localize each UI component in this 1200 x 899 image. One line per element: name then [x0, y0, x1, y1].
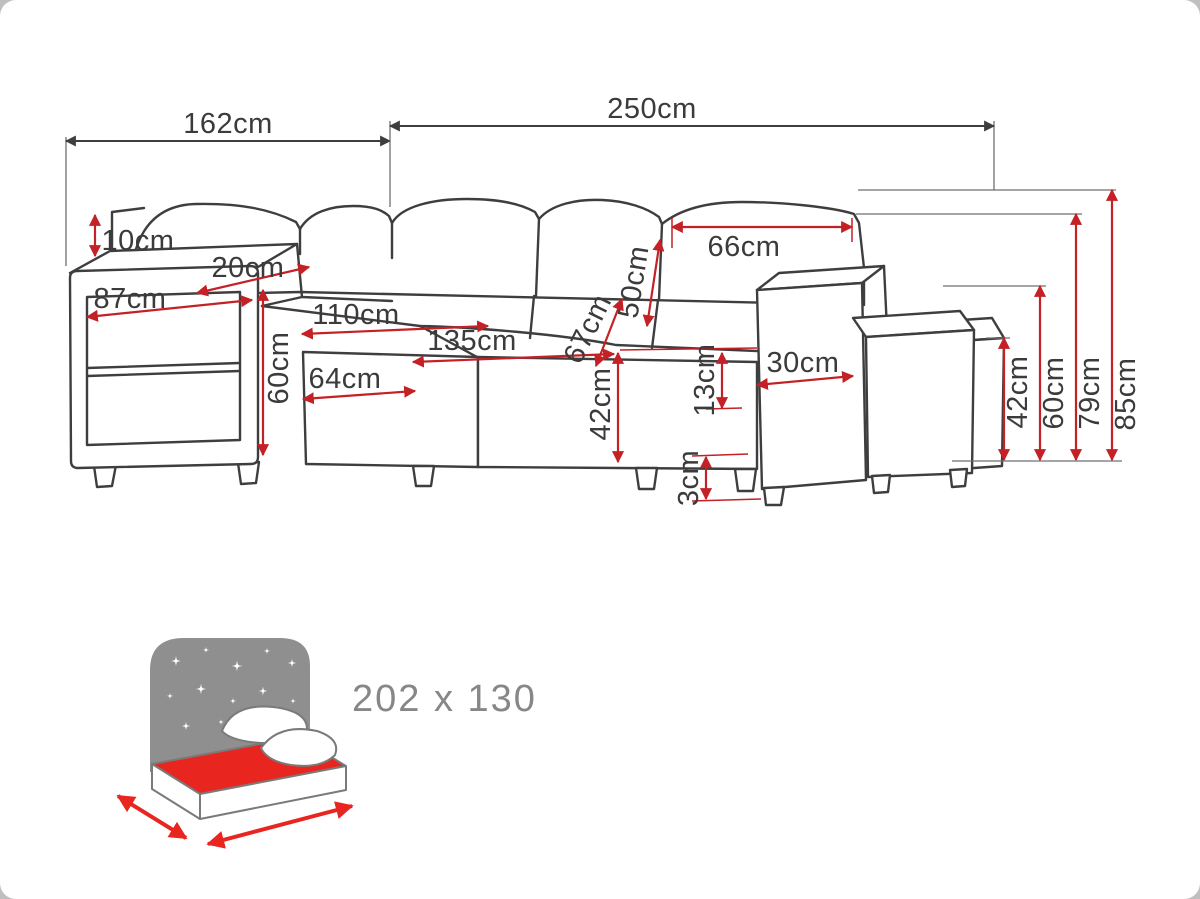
reference-tick [691, 453, 749, 457]
shelf-opening [85, 290, 242, 447]
sleeping-area-size: 202 x 130 [352, 678, 537, 720]
sofa-leg [762, 485, 786, 507]
dimension-line [300, 320, 490, 340]
dimension-label: 85cm [1110, 358, 1142, 431]
dim-seat-height: 42cm [585, 351, 625, 464]
reference-line [619, 347, 758, 351]
sleeping-area-icon [116, 638, 354, 849]
sofa-leg [411, 464, 436, 488]
sofa-leg [733, 467, 758, 493]
shelf-board [85, 361, 242, 370]
dim-armrest-front-height: 60cm [256, 288, 295, 457]
dim-pouf-width: 30cm [755, 347, 855, 391]
dimension-label: 60cm [1038, 357, 1070, 430]
seat-seam [528, 294, 536, 340]
dimension-label: 110cm [312, 299, 399, 331]
dim-armrest-width: 20cm [195, 252, 311, 297]
dim-backrest-height: 67cm [558, 289, 624, 369]
dimension-line [594, 297, 624, 368]
width-arrow [116, 794, 188, 840]
sofa-leg [948, 467, 969, 489]
length-arrow [206, 801, 354, 849]
dimension-label: 20cm [212, 252, 285, 284]
dimension-label: 79cm [1074, 357, 1106, 430]
dimension-label: 135cm [427, 325, 517, 357]
pouf-front-face [864, 328, 976, 479]
seat-seam [650, 298, 660, 350]
dimension-line [755, 370, 855, 391]
right-armrest-face [755, 281, 868, 491]
sofa-leg [870, 473, 892, 495]
dim-seat-length: 135cm [411, 325, 616, 368]
dimension-label: 162cm [183, 108, 273, 140]
dim-leg-height: 3cm [673, 450, 762, 506]
dim-top-left-width: 162cm [64, 108, 392, 266]
sofa-leg [634, 466, 659, 491]
dim-corner-seat-depth: 110cm [300, 299, 490, 340]
dimension-line [411, 348, 616, 368]
dim-right-heights: 42cm 60cm 79cm 85cm [856, 188, 1142, 462]
dimension-annotations: 162cm 250cm 10cm 20cm 87cm 60cm 110c [64, 93, 1142, 506]
dimension-line [642, 238, 665, 328]
dim-back-cushion-width: 66cm [670, 218, 854, 263]
dimension-label: 64cm [309, 363, 382, 395]
pillow [260, 728, 338, 767]
shelf-board [85, 369, 242, 378]
dimension-label: 66cm [708, 231, 781, 263]
dimension-label: 250cm [607, 93, 697, 125]
dimension-label: 87cm [94, 283, 167, 315]
dimension-label: 42cm [585, 368, 617, 441]
back-panel-edge [110, 206, 146, 260]
dimension-label: 13cm [689, 344, 721, 417]
dimension-line [301, 385, 417, 405]
dim-top-right-width: 250cm [388, 93, 996, 207]
dimension-label: 10cm [102, 225, 175, 257]
dimension-line [195, 263, 311, 297]
dim-chaise-width: 64cm [301, 363, 417, 405]
dim-back-panel: 10cm [88, 213, 175, 258]
sofa-line-drawing [68, 197, 1006, 507]
dimension-label: 42cm [1002, 356, 1034, 429]
sleeping-area-badge: 202 x 130 [116, 638, 537, 849]
dimension-label: 60cm [263, 332, 295, 405]
reference-tick [691, 498, 762, 502]
cushion-seam [534, 217, 541, 298]
dimension-label: 3cm [673, 450, 705, 506]
dimension-label: 30cm [767, 347, 840, 379]
corner-junction-edge [260, 295, 304, 308]
dim-shelf-width: 87cm [85, 283, 254, 322]
dim-seat-offset: 13cm [619, 344, 758, 417]
dimension-line [85, 295, 254, 322]
